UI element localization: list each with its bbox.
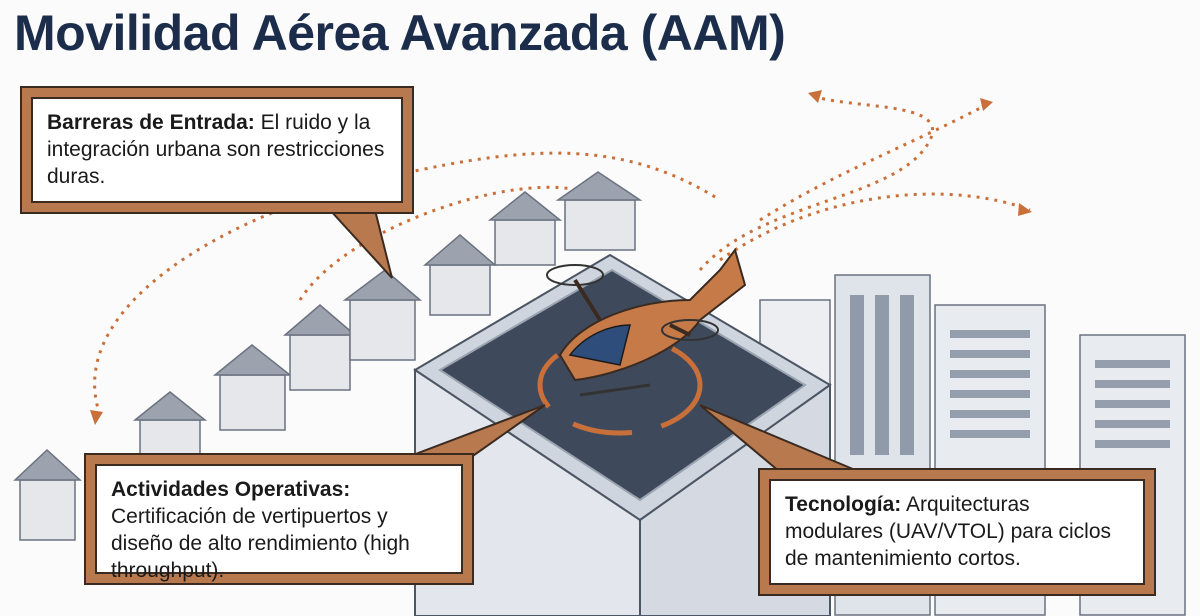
rotor-icon (661, 319, 719, 341)
callout-text: El ruido y la integración urbana son res… (47, 111, 385, 188)
arrow-icon (808, 90, 822, 103)
arrow-icon (980, 98, 993, 111)
flight-paths (93, 93, 1031, 416)
evtol-aircraft (546, 247, 747, 397)
house (13, 448, 82, 541)
houses (13, 171, 643, 541)
callout-tail (327, 209, 393, 279)
flight-path (719, 192, 1031, 262)
arrow-icon (1018, 203, 1032, 216)
callout-heading: Tecnología: (785, 493, 902, 516)
house (487, 191, 563, 266)
house (555, 171, 643, 251)
flight-path (698, 93, 935, 271)
house (342, 269, 423, 361)
callout-operations: Actividades Operativas: Certificación de… (86, 455, 472, 583)
callout-technology: Tecnología: Arquitecturas modulares (UAV… (760, 470, 1154, 594)
page-title: Movilidad Aérea Avanzada (AAM) (14, 5, 786, 61)
arrow-icon (90, 410, 103, 425)
callout-text: Certificación de vertipuertos y diseño d… (111, 505, 410, 582)
skid (579, 383, 651, 397)
house (282, 304, 358, 391)
flight-path (759, 101, 991, 222)
callout-barriers: Barreras de Entrada: El ruido y la integ… (22, 88, 412, 212)
callout-heading: Actividades Operativas: (111, 478, 351, 501)
helipad (438, 268, 807, 502)
callout-heading: Barreras de Entrada: (47, 111, 255, 134)
rotor-icon (546, 264, 604, 286)
house (422, 234, 498, 316)
flight-path (298, 185, 601, 301)
cockpit (568, 324, 631, 366)
callout-text: Arquitecturas modulares (UAV/VTOL) para … (785, 493, 1112, 570)
flight-path (93, 151, 721, 416)
house (212, 344, 293, 431)
